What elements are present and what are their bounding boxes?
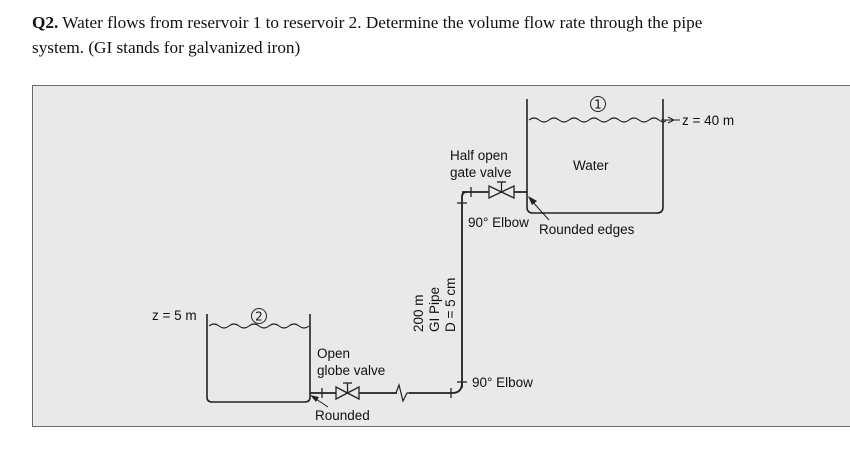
- rounded-label: Rounded: [315, 408, 370, 423]
- upper-elbow-label: 90° Elbow: [468, 215, 529, 230]
- question-text: Q2. Water flows from reservoir 1 to rese…: [32, 10, 850, 60]
- reservoir-2-marker: 2: [255, 310, 263, 324]
- lower-pipe: [310, 382, 463, 394]
- pipe-label-group: 200 m GI Pipe D = 5 cm: [411, 278, 458, 332]
- gate-valve-label-1: Half open: [450, 148, 508, 163]
- reservoir-1-tank: [526, 99, 664, 214]
- reservoir-2-level: z = 5 m: [152, 308, 197, 323]
- globe-valve-label-1: Open: [317, 346, 350, 361]
- globe-valve-label-2: globe valve: [317, 363, 385, 378]
- level-40-arrow: [667, 116, 676, 124]
- pipe-label-material: GI Pipe: [427, 287, 442, 332]
- vertical-pipe: [461, 191, 468, 388]
- reservoir-1-water-surface: [528, 117, 667, 123]
- gate-valve-label-2: gate valve: [450, 165, 512, 180]
- water-label: Water: [573, 158, 609, 173]
- question-body-1: Water flows from reservoir 1 to reservoi…: [62, 13, 703, 32]
- reservoir-2-tank: [206, 314, 311, 403]
- question-line-2: system. (GI stands for galvanized iron): [32, 38, 301, 57]
- pipe-break-symbol: [395, 382, 410, 403]
- lower-elbow-label: 90° Elbow: [472, 375, 533, 390]
- question-number: Q2.: [32, 13, 59, 32]
- reservoir-1-marker-circle: [590, 96, 606, 112]
- reservoir-1-marker: 1: [594, 98, 602, 112]
- reservoir-2-water-surface: [208, 323, 310, 329]
- question-line-1: Q2. Water flows from reservoir 1 to rese…: [32, 10, 850, 35]
- rounded-edges-label: Rounded edges: [539, 222, 635, 237]
- pipe-label-length: 200 m: [411, 294, 426, 332]
- rounded-edges-arrowhead: [528, 196, 537, 205]
- pipe-label-diameter: D = 5 cm: [443, 278, 458, 332]
- figure-frame: [32, 85, 850, 427]
- reservoir-1-level: z = 40 m: [682, 113, 734, 128]
- rounded-arrowhead: [310, 395, 319, 402]
- reservoir-2-marker-circle: [251, 308, 267, 324]
